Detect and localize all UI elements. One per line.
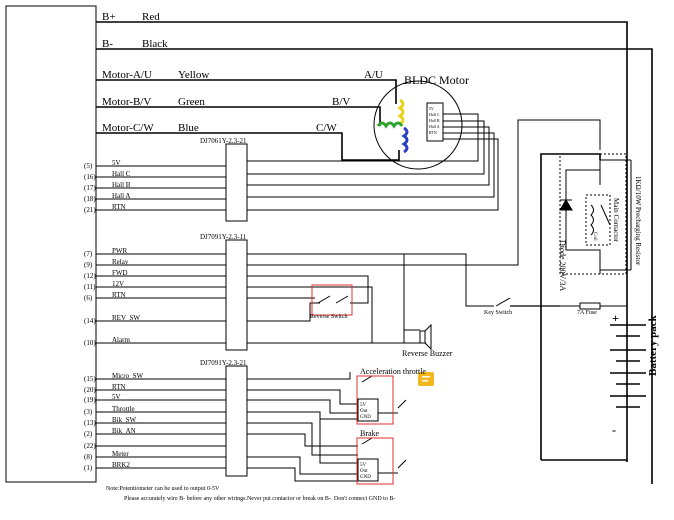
svg-text:Throttle: Throttle <box>112 405 135 413</box>
svg-text:(9): (9) <box>84 261 93 269</box>
svg-text:REV_SW: REV_SW <box>112 314 140 322</box>
svg-text:5V: 5V <box>112 159 121 167</box>
svg-text:Hall C: Hall C <box>429 112 440 117</box>
svg-text:PWR: PWR <box>112 247 128 255</box>
wire-color: Blue <box>178 122 199 134</box>
hall-sensor-box <box>426 102 444 142</box>
wire-color: Black <box>142 38 168 50</box>
svg-text:(19): (19) <box>84 396 96 404</box>
svg-text:(20): (20) <box>84 386 96 394</box>
svg-text:(3): (3) <box>84 408 93 416</box>
connector-title: DJ7091Y-2.3-11 <box>200 233 247 241</box>
svg-text:FWD: FWD <box>112 269 128 277</box>
svg-text:(6): (6) <box>84 294 93 302</box>
svg-text:(13): (13) <box>84 419 96 427</box>
svg-text:Meter: Meter <box>112 450 129 458</box>
diode-label: Diode 200V/3A <box>558 240 567 292</box>
svg-text:5V: 5V <box>360 403 367 408</box>
svg-text:(18): (18) <box>84 195 96 203</box>
svg-text:(21): (21) <box>84 206 96 214</box>
connector-3 <box>225 365 248 477</box>
wire-motor-a <box>96 79 397 104</box>
svg-text:5V: 5V <box>112 393 121 401</box>
brake-label: Brake <box>360 429 380 438</box>
motor-title: BLDC Motor <box>404 73 469 87</box>
reverse-switch-label: Reverse Switch <box>310 314 348 320</box>
fuse-label: 7A Fuse <box>577 310 597 316</box>
svg-text:(5): (5) <box>84 162 93 170</box>
note-line-1: Note:Potentiometer can be used to output… <box>106 486 220 492</box>
svg-text:(15): (15) <box>84 375 96 383</box>
svg-text:Hall B: Hall B <box>112 181 131 189</box>
svg-text:Bik_SW: Bik_SW <box>112 416 137 424</box>
svg-text:(11): (11) <box>84 283 96 291</box>
wire-color: Red <box>142 11 160 23</box>
svg-text:Hall A: Hall A <box>429 124 440 129</box>
phase-label: C/W <box>316 122 337 134</box>
coil-label: Coil <box>592 232 597 241</box>
wire-label: B+ <box>102 11 116 23</box>
svg-text:(22): (22) <box>84 442 96 450</box>
svg-text:(8): (8) <box>84 453 93 461</box>
svg-text:(2): (2) <box>84 430 93 438</box>
svg-text:(16): (16) <box>84 173 96 181</box>
note-line-2: Please accurately wire B- before any oth… <box>124 495 395 502</box>
svg-text:Relay: Relay <box>112 258 129 266</box>
svg-text:(1): (1) <box>84 464 93 472</box>
svg-text:Hall B: Hall B <box>429 118 440 123</box>
contactor-label: Main Contactor <box>612 198 620 243</box>
phase-label: B/V <box>332 96 350 108</box>
wire-color: Green <box>178 96 205 108</box>
wire-b-plus <box>96 21 628 462</box>
svg-text:12V: 12V <box>112 280 124 288</box>
svg-text:(14): (14) <box>84 317 96 325</box>
battery-label: Battery pack <box>647 314 659 376</box>
svg-text:5V: 5V <box>429 106 434 111</box>
wire-label: Motor-B/V <box>102 96 151 108</box>
svg-text:GND: GND <box>360 475 371 480</box>
wire-label: Motor-C/W <box>102 122 154 134</box>
bldc-motor <box>373 80 463 170</box>
svg-text:RTN: RTN <box>429 130 437 135</box>
svg-text:(17): (17) <box>84 184 96 192</box>
svg-text:BRK2: BRK2 <box>112 461 130 469</box>
wire-motor-b <box>96 106 381 126</box>
connector-title: DJ7091Y-2.3-21 <box>200 359 247 367</box>
throttle-label: Acceleration throttle <box>360 367 426 376</box>
svg-text:Hall A: Hall A <box>112 192 130 200</box>
resistor-label: 1KΩ/10W Precharging Resistor <box>634 176 642 266</box>
svg-text:RTN: RTN <box>112 203 126 211</box>
phase-label: A/U <box>364 69 383 81</box>
svg-text:Hall C: Hall C <box>112 170 131 178</box>
battery-minus: - <box>612 423 616 437</box>
connector-title: DJ7061Y-2.3-21 <box>200 137 247 145</box>
wire-label: B- <box>102 38 113 50</box>
svg-text:Out: Out <box>360 409 368 414</box>
key-switch-label: Key Switch <box>484 310 512 316</box>
wire-b-minus <box>96 48 653 484</box>
svg-text:Bik_AN: Bik_AN <box>112 427 136 435</box>
wire-label: Motor-A/U <box>102 69 152 81</box>
svg-text:Micro_SW: Micro_SW <box>112 372 144 380</box>
svg-text:(12): (12) <box>84 272 96 280</box>
svg-text:5V: 5V <box>360 463 367 468</box>
svg-text:Alarm: Alarm <box>112 336 130 344</box>
chat-icon[interactable] <box>418 372 434 386</box>
battery-plus: + <box>612 311 619 325</box>
connector-2 <box>225 239 248 351</box>
wire-color: Yellow <box>178 69 209 81</box>
connector-1 <box>225 143 248 222</box>
svg-text:RTN: RTN <box>112 383 126 391</box>
svg-text:Out: Out <box>360 469 368 474</box>
svg-text:GND: GND <box>360 415 371 420</box>
svg-text:(7): (7) <box>84 250 93 258</box>
wire-motor-c <box>96 132 400 161</box>
buzzer-label: Reverse Buzzer <box>402 349 453 358</box>
controller-box <box>5 5 97 483</box>
svg-text:(10): (10) <box>84 339 96 347</box>
svg-text:RTN: RTN <box>112 291 126 299</box>
